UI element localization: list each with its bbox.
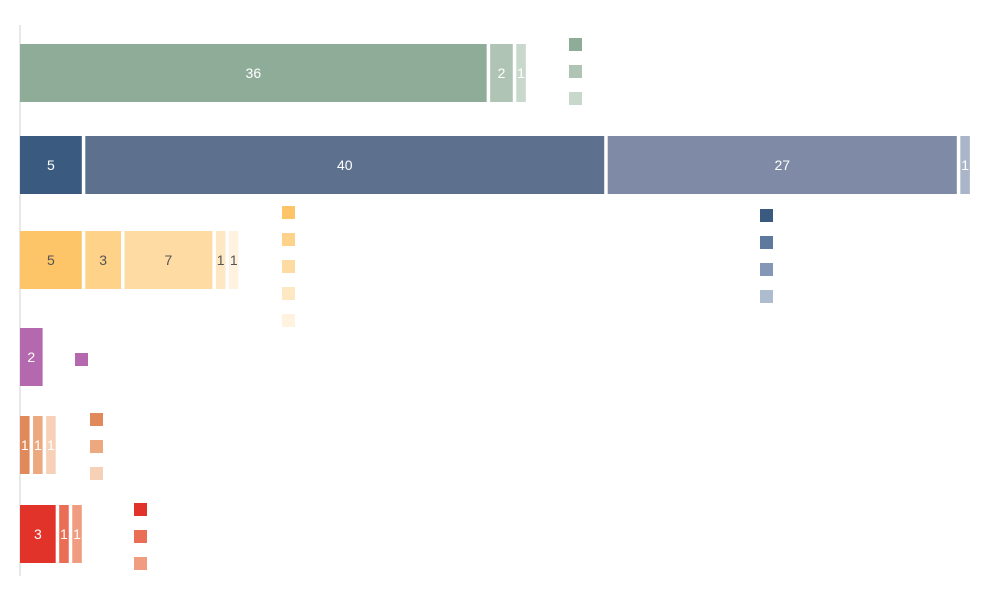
legend-group-5 xyxy=(90,413,103,480)
bar-group-4: 2 xyxy=(20,328,43,386)
legend-swatch xyxy=(569,92,582,105)
legend-swatch xyxy=(760,263,773,276)
data-label: 5 xyxy=(47,252,55,268)
data-label: 3 xyxy=(34,526,42,542)
legend-swatch xyxy=(569,38,582,51)
bar-segment xyxy=(33,416,43,474)
legend-swatch xyxy=(134,530,147,543)
bar-segment xyxy=(20,44,487,102)
bar-segment xyxy=(20,328,43,386)
bar-segment xyxy=(20,416,30,474)
legend-swatch xyxy=(75,353,88,366)
legend-swatch xyxy=(134,557,147,570)
data-label: 2 xyxy=(27,349,35,365)
legend-swatch xyxy=(282,260,295,273)
data-label: 1 xyxy=(73,526,81,542)
bar-segment xyxy=(59,505,69,563)
bar-segment xyxy=(46,416,56,474)
bar-segment xyxy=(960,136,970,194)
legend-swatch xyxy=(569,65,582,78)
bar-segment xyxy=(85,136,605,194)
data-label: 5 xyxy=(47,157,55,173)
legend-swatch xyxy=(760,209,773,222)
bar-segment xyxy=(215,231,226,289)
data-label: 1 xyxy=(230,252,238,268)
data-label: 1 xyxy=(217,252,225,268)
bar-segment xyxy=(490,44,513,102)
bar-segment xyxy=(85,231,121,289)
legend-swatch xyxy=(282,287,295,300)
bar-group-2: 5 40 27 1 xyxy=(20,136,970,194)
bar-segment xyxy=(228,231,239,289)
legend-swatch xyxy=(90,467,103,480)
data-label: 1 xyxy=(47,437,55,453)
data-label: 1 xyxy=(961,157,969,173)
bar-segment xyxy=(607,136,957,194)
data-label: 2 xyxy=(498,65,506,81)
bar-segment xyxy=(20,231,82,289)
legend-group-4 xyxy=(75,353,88,366)
bar-segment xyxy=(124,231,213,289)
legend-group-2 xyxy=(760,209,773,303)
legend-swatch xyxy=(760,290,773,303)
data-label: 7 xyxy=(165,252,173,268)
legend-swatch xyxy=(760,236,773,249)
legend-swatch xyxy=(282,206,295,219)
legend-layer xyxy=(75,38,773,570)
bar-segment xyxy=(20,505,56,563)
data-label: 1 xyxy=(34,437,42,453)
legend-group-3 xyxy=(282,206,295,327)
data-label: 3 xyxy=(99,252,107,268)
bar-segment xyxy=(20,136,82,194)
bar-segment xyxy=(516,44,526,102)
legend-swatch xyxy=(282,314,295,327)
legend-swatch xyxy=(90,440,103,453)
legend-swatch xyxy=(90,413,103,426)
legend-group-6 xyxy=(134,503,147,570)
data-label: 27 xyxy=(774,157,790,173)
legend-group-1 xyxy=(569,38,582,105)
data-label: 40 xyxy=(337,157,353,173)
legend-swatch xyxy=(282,233,295,246)
data-label: 1 xyxy=(517,65,525,81)
data-label: 1 xyxy=(60,526,68,542)
data-label: 1 xyxy=(21,437,29,453)
bar-segment xyxy=(72,505,82,563)
data-label: 36 xyxy=(246,65,262,81)
legend-swatch xyxy=(134,503,147,516)
